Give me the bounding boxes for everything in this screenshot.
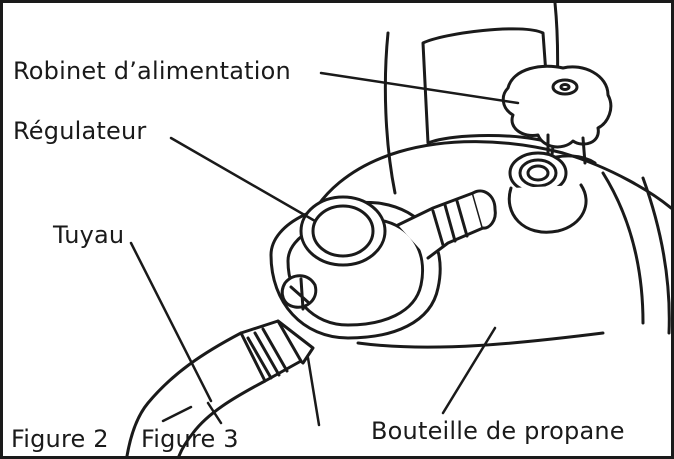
regulator [269,189,497,340]
propane-assembly-illustration [125,3,671,456]
leader-bouteille [441,326,497,415]
leader-tuyau [129,241,213,403]
label-propane-tank: Bouteille de propane [371,417,625,445]
label-regulator: Régulateur [13,117,147,145]
label-supply-valve: Robinet d’alimentation [13,57,291,85]
label-hose: Tuyau [53,221,125,249]
label-figure-3: Figure 3 [141,425,239,453]
leader-figure3 [206,401,223,425]
leader-lines [129,71,520,427]
leader-robinet [319,71,520,105]
leader-regulateur [169,136,317,223]
label-figure-2: Figure 2 [11,425,109,453]
supply-valve [501,64,613,234]
propane-tank [301,3,671,349]
hose [125,319,315,456]
leader-figure2 [161,405,193,423]
leader-figure3b [306,356,321,427]
